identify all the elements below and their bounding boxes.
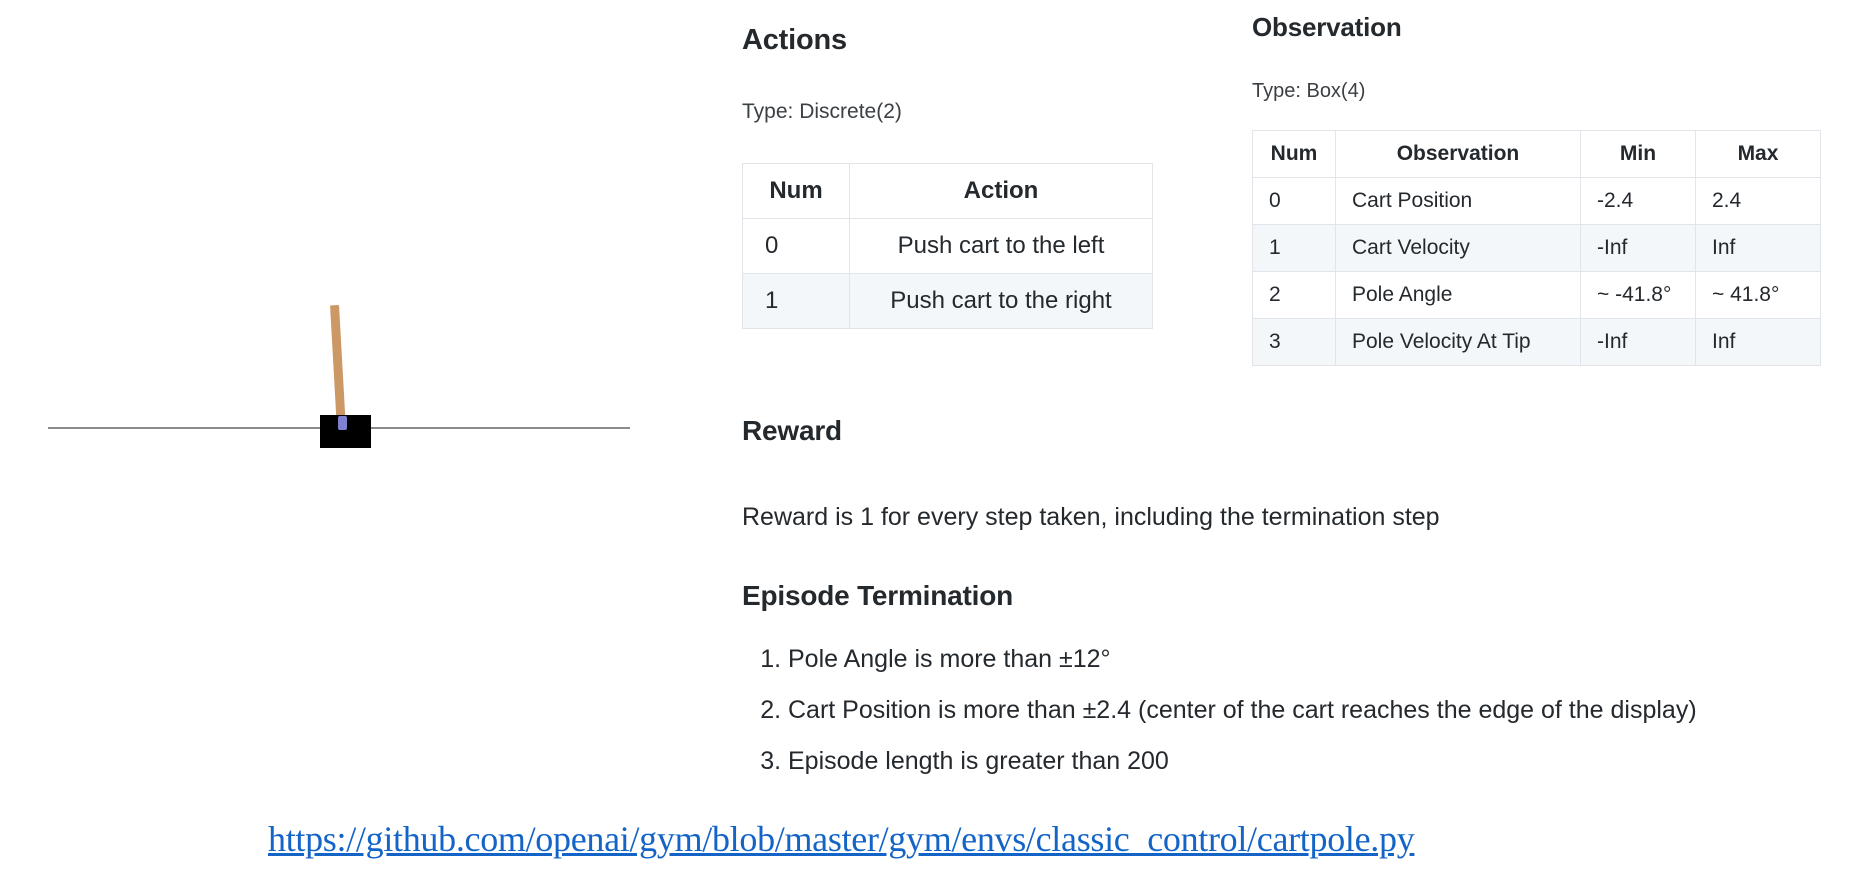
observation-col-min: Min (1580, 130, 1696, 178)
observation-heading: Observation (1252, 12, 1402, 42)
table-row: 0 Push cart to the left (742, 218, 1153, 274)
list-item: Pole Angle is more than ±12° (788, 645, 1697, 674)
actions-table: Num Action 0 Push cart to the left 1 Pus… (742, 163, 1153, 329)
observation-cell-max: Inf (1695, 318, 1821, 366)
observation-col-observation: Observation (1335, 130, 1581, 178)
table-row: 1 Push cart to the right (742, 273, 1153, 329)
observation-col-num: Num (1252, 130, 1336, 178)
axle-icon (338, 416, 347, 430)
reward-description: Reward is 1 for every step taken, includ… (742, 503, 1440, 531)
actions-cell-num: 1 (742, 273, 850, 329)
reward-heading: Reward (742, 415, 842, 446)
observation-cell-min: -Inf (1580, 318, 1696, 366)
list-item: Episode length is greater than 200 (788, 747, 1697, 776)
observation-cell-min: -Inf (1580, 224, 1696, 272)
table-row: 1 Cart Velocity -Inf Inf (1252, 224, 1821, 272)
actions-heading: Actions (742, 24, 847, 56)
observation-cell-max: ~ 41.8° (1695, 271, 1821, 319)
episode-termination-list: Pole Angle is more than ±12° Cart Positi… (742, 645, 1697, 798)
source-code-link[interactable]: https://github.com/openai/gym/blob/maste… (268, 819, 1415, 859)
episode-termination-heading: Episode Termination (742, 580, 1014, 611)
table-row: 2 Pole Angle ~ -41.8° ~ 41.8° (1252, 271, 1821, 319)
observation-cell-max: Inf (1695, 224, 1821, 272)
observation-cell-num: 0 (1252, 177, 1336, 225)
actions-col-action: Action (849, 163, 1153, 219)
observation-cell-max: 2.4 (1695, 177, 1821, 225)
table-row: 0 Cart Position -2.4 2.4 (1252, 177, 1821, 225)
observation-col-max: Max (1695, 130, 1821, 178)
observation-cell-name: Pole Angle (1335, 271, 1581, 319)
table-row: 3 Pole Velocity At Tip -Inf Inf (1252, 318, 1821, 366)
actions-col-num: Num (742, 163, 850, 219)
actions-cell-num: 0 (742, 218, 850, 274)
actions-cell-action: Push cart to the left (849, 218, 1153, 274)
observation-cell-min: ~ -41.8° (1580, 271, 1696, 319)
cartpole-simulation-render (0, 250, 700, 510)
observation-cell-min: -2.4 (1580, 177, 1696, 225)
actions-type-label: Type: Discrete(2) (742, 100, 902, 123)
pole-icon (330, 304, 346, 431)
observation-cell-num: 1 (1252, 224, 1336, 272)
observation-cell-num: 2 (1252, 271, 1336, 319)
observation-cell-name: Cart Position (1335, 177, 1581, 225)
observation-cell-name: Cart Velocity (1335, 224, 1581, 272)
observation-table: Num Observation Min Max 0 Cart Position … (1252, 130, 1821, 366)
list-item: Cart Position is more than ±2.4 (center … (788, 696, 1697, 725)
table-header-row: Num Observation Min Max (1252, 130, 1821, 178)
actions-cell-action: Push cart to the right (849, 273, 1153, 329)
observation-cell-name: Pole Velocity At Tip (1335, 318, 1581, 366)
observation-type-label: Type: Box(4) (1252, 80, 1366, 102)
observation-cell-num: 3 (1252, 318, 1336, 366)
table-header-row: Num Action (742, 163, 1153, 219)
